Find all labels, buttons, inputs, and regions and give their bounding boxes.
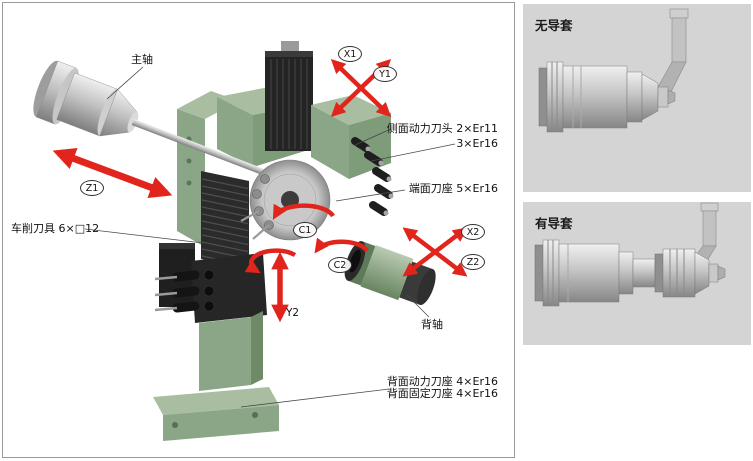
panel-title: 有导套 xyxy=(535,216,573,231)
spindle-with-bushing-illustration xyxy=(534,202,726,307)
z2-axis-arrow xyxy=(402,227,468,277)
machine-illustration xyxy=(33,41,468,441)
label-face-tool-holder: 端面刀座 5×Er16 xyxy=(408,182,498,195)
back-spindle-graphic xyxy=(344,241,436,306)
panel-title: 无导套 xyxy=(535,18,573,33)
axis-badge-c1: C1 xyxy=(293,222,317,238)
label-turning-tools: 车削刀具 6×□12 xyxy=(11,222,100,235)
label-back-spindle: 背轴 xyxy=(421,318,443,331)
label-main-spindle: 主轴 xyxy=(131,53,153,66)
label-side-power-head: 侧面动力刀头 2×Er11 xyxy=(386,122,498,135)
z1-axis-arrow xyxy=(52,147,173,199)
axis-badge-x1: X1 xyxy=(338,46,362,62)
spindle-body-graphic xyxy=(534,239,726,307)
spindle-body-graphic xyxy=(538,61,676,133)
face-plate-disc-graphic xyxy=(240,159,331,241)
axis-label-y2: Y2 xyxy=(286,307,300,319)
back-tool-post-graphic xyxy=(153,243,279,441)
main-spindle-graphic xyxy=(33,60,282,182)
panel-with-guide-bushing: 有导套 xyxy=(523,202,751,345)
c1-rotation-arrow xyxy=(272,203,335,220)
c2-rotation-arrow xyxy=(314,237,370,254)
axis-badge-y1: Y1 xyxy=(373,66,397,82)
label-side-power-head-2: 3×Er16 xyxy=(456,137,498,150)
spindle-no-bushing-illustration xyxy=(538,8,689,133)
y2-rotation-arrow xyxy=(244,248,297,274)
spindle-motor-graphic xyxy=(265,41,313,151)
axis-badge-c2: C2 xyxy=(328,257,352,273)
guide-bushing-graphic xyxy=(662,248,726,298)
axis-badge-z2: Z2 xyxy=(461,254,485,270)
label-back-power-holder: 背面动力刀座 4×Er16 xyxy=(386,375,498,388)
axis-badge-x2: X2 xyxy=(461,224,485,240)
leader-lines xyxy=(84,66,456,408)
panel-without-guide-bushing: 无导套 xyxy=(523,4,751,192)
label-back-fixed-holder: 背面固定刀座 4×Er16 xyxy=(386,387,498,400)
axis-badge-z1: Z1 xyxy=(80,180,104,196)
axis-arrows xyxy=(52,59,468,323)
machine-diagram-panel: 主轴 车削刀具 6×□12 侧面动力刀头 2×Er11 3×Er16 端面刀座 … xyxy=(2,2,515,458)
